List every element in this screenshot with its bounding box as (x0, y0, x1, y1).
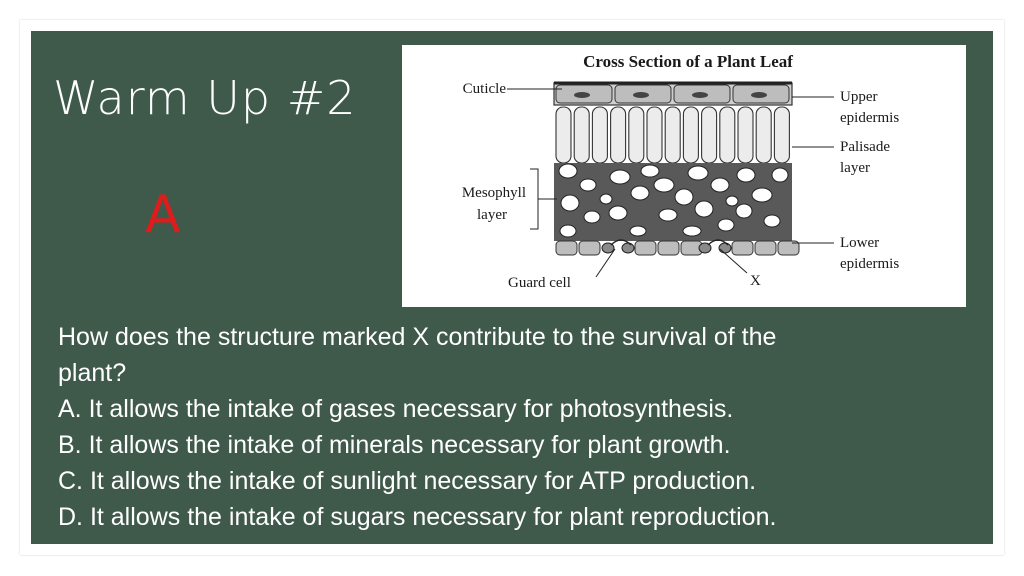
label-upper-epidermis-2: epidermis (840, 110, 899, 126)
label-lower-epidermis-1: Lower (840, 235, 879, 251)
leaf-cross-section-diagram: Cross Section of a Plant Leaf (402, 45, 966, 307)
spongy-mesophyll-cells (558, 163, 789, 238)
palisade-cells (555, 106, 790, 164)
slide-title: Warm Up #2 (53, 71, 357, 125)
option-a: A. It allows the intake of gases necessa… (58, 395, 734, 423)
leader-lines (507, 88, 834, 278)
label-lower-epidermis-2: epidermis (840, 256, 899, 272)
label-palisade-2: layer (840, 160, 870, 176)
stoma-openings (610, 239, 729, 246)
question-stem-line-1: How does the structure marked X contribu… (58, 323, 777, 351)
spongy-mesophyll-background (554, 163, 792, 241)
option-b: B. It allows the intake of minerals nece… (58, 431, 731, 459)
label-x: X (750, 273, 761, 289)
question-stem-line-2: plant? (58, 359, 127, 387)
question-block: How does the structure marked X contribu… (58, 319, 978, 535)
label-guard-cell: Guard cell (508, 275, 571, 291)
upper-epidermis-cells (555, 84, 790, 104)
label-cuticle: Cuticle (463, 81, 507, 97)
answer-letter: A (145, 185, 181, 245)
option-d: D. It allows the intake of sugars necess… (58, 503, 777, 531)
diagram-title: Cross Section of a Plant Leaf (583, 52, 793, 71)
option-c: C. It allows the intake of sunlight nece… (58, 467, 757, 495)
label-palisade-1: Palisade (840, 139, 890, 155)
label-upper-epidermis-1: Upper (840, 89, 878, 105)
label-mesophyll-1: Mesophyll (462, 185, 526, 201)
lower-epidermis-cells (555, 240, 800, 256)
leaf-diagram-svg: Cross Section of a Plant Leaf (462, 52, 899, 291)
slide: Warm Up #2 A Cross Section of a Plant Le… (31, 31, 993, 544)
label-mesophyll-2: layer (477, 207, 507, 223)
